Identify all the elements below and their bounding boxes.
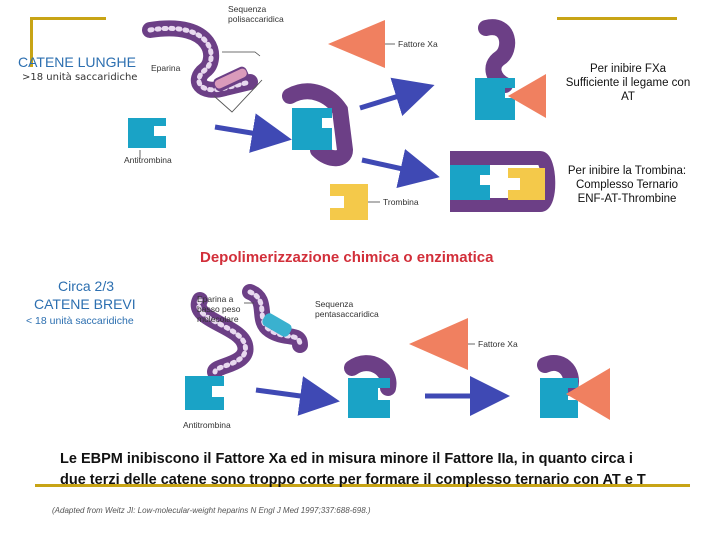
long-heparin-chain [142,20,258,98]
arrow-top-1 [214,113,292,153]
label-antitrombina-bottom: Antitrombina [183,420,231,430]
conclusion-line-2: due terzi delle catene sono troppo corte… [60,472,646,488]
citation: (Adapted from Weitz JI: Low-molecular-we… [52,506,371,515]
label-pentasaccaridica: pentasaccaridica [315,309,379,319]
label-sequenza: Sequenza [228,4,267,14]
heparin-at-fxa-complex [475,19,546,120]
short-chains-subheading: < 18 unità saccaridiche [26,315,134,327]
label-eparina-bpm-3: molecolare [197,314,239,324]
label-trombina: Trombina [383,197,419,207]
label-fattore-xa-bottom: Fattore Xa [478,339,518,349]
label-fattore-xa: Fattore Xa [398,39,438,49]
lmwh-at-fxa-complex [537,355,610,420]
pointer-sequenza [222,51,261,57]
gold-rule-top-left-vertical [30,17,33,67]
label-antitrombina: Antitrombina [124,155,172,165]
ternary-complex [450,151,556,212]
gold-rule-bottom [35,484,690,487]
arrow-top-3 [361,149,440,189]
conclusion-line-1: Le EBPM inibiscono il Fattore Xa ed in m… [60,451,633,467]
note-thrombin-line-3: ENF-AT-Thrombine [577,193,677,205]
gold-rule-top-right [557,17,677,20]
arrow-bottom-1 [255,376,340,416]
factor-xa-triangle [328,20,385,68]
factor-xa-triangle-bottom [409,318,468,370]
lmwh-at-complex [344,355,397,418]
depolymerization-title: Depolimerizzazione chimica o enzimatica [200,249,494,266]
label-eparina-bpm-1: Eparina a [197,294,234,304]
pentasaccharide-sequence [262,313,292,337]
note-thrombin-line-1: Per inibire la Trombina: [567,165,687,177]
gold-rule-top-left-horizontal [30,17,106,20]
label-polisaccaridica: polisaccaridica [228,14,284,24]
long-chains-heading: CATENE LUNGHE [18,54,136,70]
lmwh-chain [190,284,308,380]
label-sequenza-bottom: Sequenza [315,299,354,309]
label-eparina: Eparina [151,63,181,73]
note-fxa-line-3: AT [621,91,635,103]
note-fxa-line-1: Per inibire FXa [589,63,667,75]
note-fxa: Per inibire FXa Sufficiente il legame co… [548,62,708,104]
bracket-line [213,79,263,113]
short-chains-heading-2: CATENE BREVI [34,296,136,312]
polysaccharide-sequence [213,66,249,92]
arrow-top-2 [359,77,435,116]
thrombin-shape [330,184,368,220]
label-eparina-bpm-2: basso peso [197,304,241,314]
short-chains-heading-1: Circa 2/3 [58,278,115,294]
heparin-at-complex-top [282,83,354,167]
note-thrombin: Per inibire la Trombina: Complesso Terna… [552,164,702,206]
note-fxa-line-2: Sufficiente il legame con [565,77,691,89]
antithrombin-shape-bottom [185,376,224,410]
note-thrombin-line-2: Complesso Ternario [575,179,679,191]
antithrombin-shape [128,118,166,148]
long-chains-subheading: >18 unità saccaridiche [22,72,138,83]
